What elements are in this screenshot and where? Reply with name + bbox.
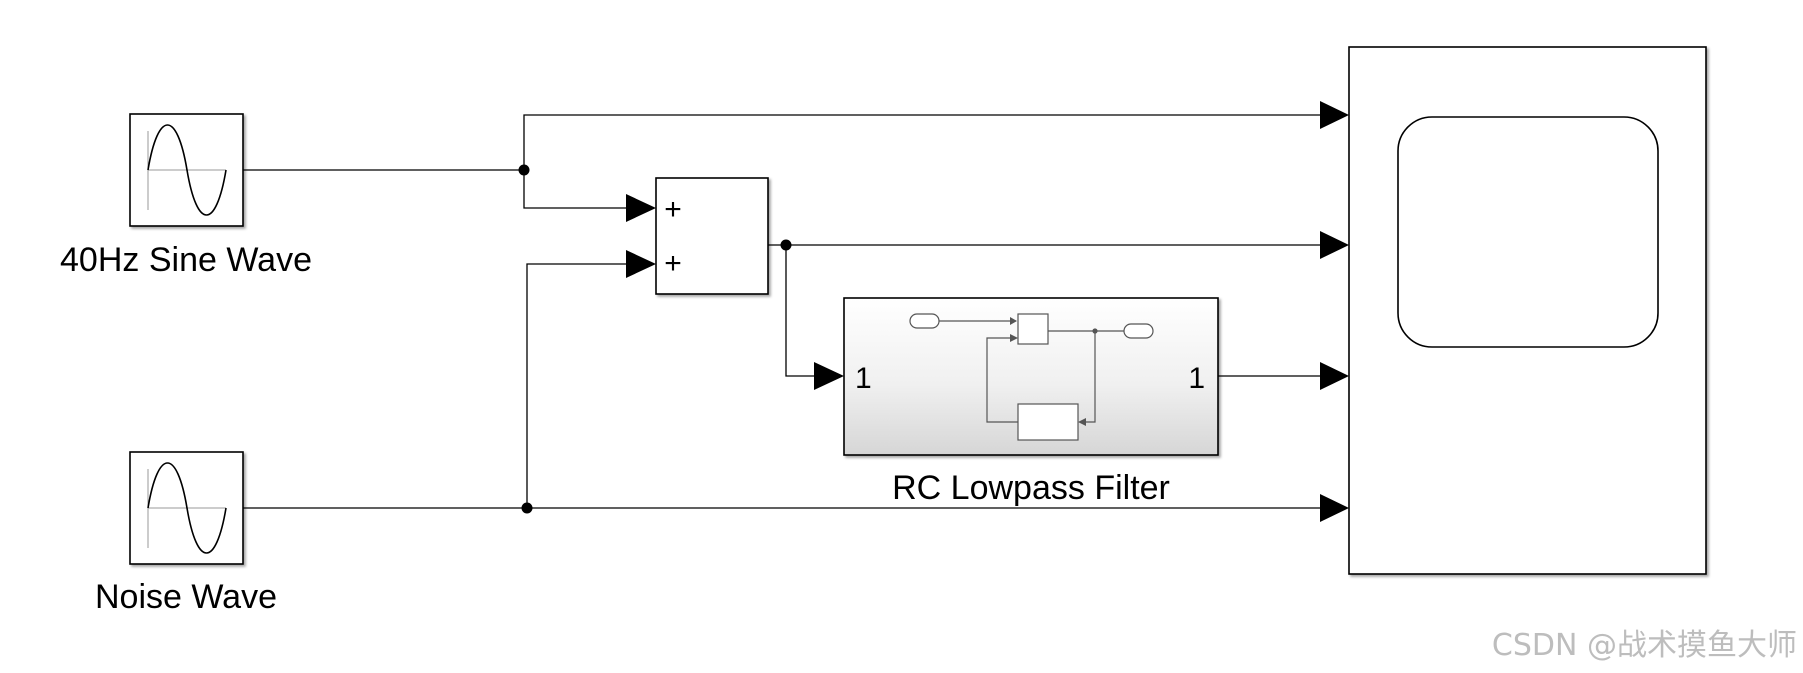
arrow-head (626, 194, 656, 222)
noise-wave-label: Noise Wave (95, 578, 277, 616)
sine-wave-icon (147, 124, 227, 216)
sum-block[interactable]: + + (655, 177, 769, 295)
arrow-head (1320, 101, 1349, 129)
filter-output-port-label: 1 (1188, 362, 1205, 395)
scope-block[interactable] (1348, 46, 1707, 575)
sum-sign-plus-1: + (664, 193, 682, 226)
arrow-head (626, 250, 656, 278)
rc-lowpass-filter-block[interactable]: 1 1 (843, 297, 1219, 456)
sine-wave-label: 40Hz Sine Wave (60, 241, 312, 279)
arrow-head (1320, 362, 1349, 390)
arrowheads (626, 101, 1349, 522)
noise-wave-icon (147, 462, 227, 554)
rc-lowpass-filter-label: RC Lowpass Filter (892, 469, 1170, 507)
arrow-head (814, 362, 844, 390)
branch-point (518, 164, 530, 176)
arrow-head (1320, 231, 1349, 259)
arrow-head (1320, 494, 1349, 522)
signal-lines (243, 114, 1320, 509)
scope-screen-icon (1397, 116, 1659, 348)
filter-input-port-label: 1 (855, 362, 872, 395)
watermark-text: CSDN @战术摸鱼大师 (1492, 628, 1797, 663)
branch-point (780, 239, 792, 251)
sine-wave-block[interactable] (129, 113, 244, 227)
noise-wave-block[interactable] (129, 451, 244, 565)
sum-sign-plus-2: + (664, 247, 682, 280)
subsystem-preview-icon (909, 313, 1154, 441)
branch-point (521, 502, 533, 514)
